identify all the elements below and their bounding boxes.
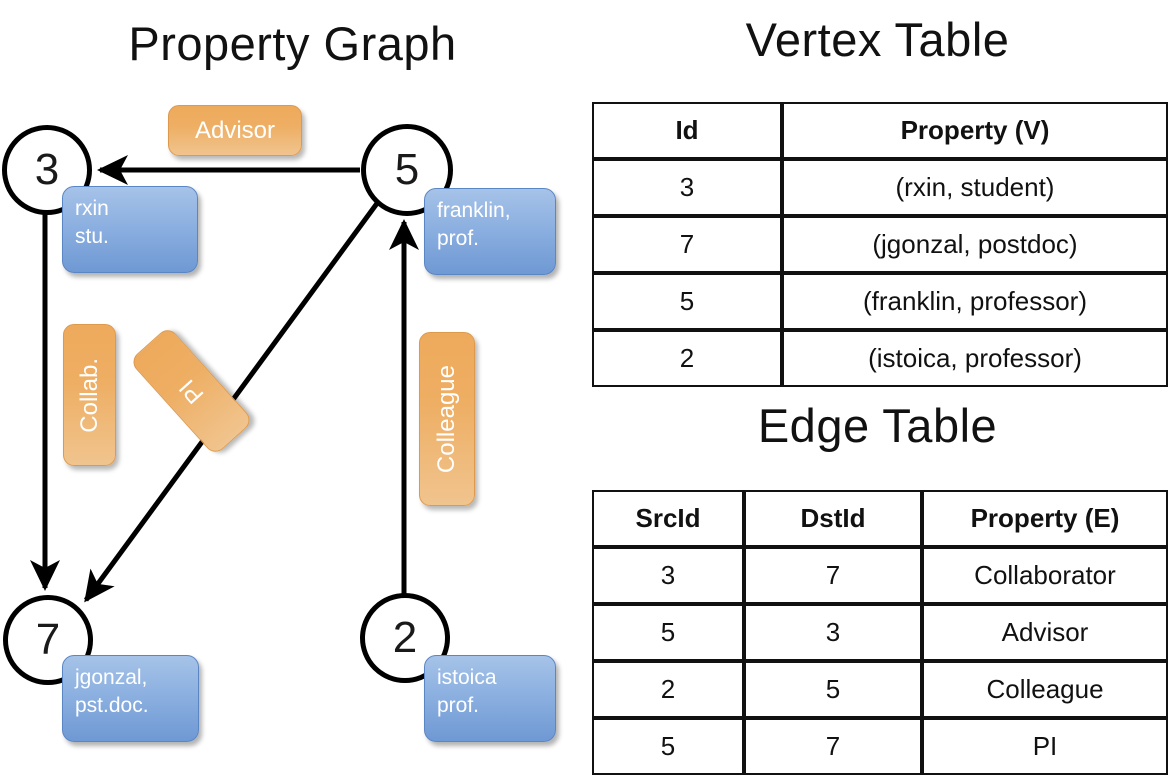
table-row[interactable]: 7 (jgonzal, postdoc) — [592, 216, 1168, 273]
vertex-table-col-id: Id — [592, 102, 782, 159]
edge-row-0-dst: 7 — [744, 547, 922, 604]
vertex-property-box-franklin: franklin, prof. — [424, 188, 556, 275]
vertex-property-franklin-line2: prof. — [437, 226, 480, 250]
page-title-property-graph: Property Graph — [128, 17, 457, 70]
edge-table-header-row: SrcId DstId Property (E) — [592, 490, 1168, 547]
edge-label-box-advisor: Advisor — [168, 105, 302, 156]
table-row[interactable]: 3 (rxin, student) — [592, 159, 1168, 216]
table-row[interactable]: 5 7 PI — [592, 718, 1168, 775]
property-graph-diagram: 3 5 7 2 rxin stu. franklin, prof. jgonza… — [0, 0, 585, 760]
vertex-property-istoica-line1: istoica — [437, 666, 497, 689]
vertex-table-header-row: Id Property (V) — [592, 102, 1168, 159]
vertex-property-jgonzal-line2: pst.doc. — [75, 693, 149, 717]
edge-row-0-src: 3 — [592, 547, 744, 604]
edge-row-2-dst: 5 — [744, 661, 922, 718]
vertex-property-box-jgonzal: jgonzal, pst.doc. — [62, 655, 199, 742]
edge-row-1-property: Advisor — [922, 604, 1168, 661]
table-row[interactable]: 2 (istoica, professor) — [592, 330, 1168, 387]
vertex-table: Id Property (V) 3 (rxin, student) 7 (jgo… — [592, 102, 1168, 387]
edge-label-collab: Collab. — [75, 357, 103, 433]
edge-row-2-src: 2 — [592, 661, 744, 718]
vertex-row-3-id: 2 — [592, 330, 782, 387]
edge-row-1-dst: 3 — [744, 604, 922, 661]
table-row[interactable]: 5 3 Advisor — [592, 604, 1168, 661]
edge-row-0-property: Collaborator — [922, 547, 1168, 604]
vertex-row-3-property: (istoica, professor) — [782, 330, 1168, 387]
edge-label-box-collab: Collab. — [63, 324, 116, 466]
vertex-row-1-property: (jgonzal, postdoc) — [782, 216, 1168, 273]
graph-node-3-label: 3 — [34, 145, 60, 194]
edge-table: SrcId DstId Property (E) 3 7 Collaborato… — [592, 490, 1168, 775]
vertex-property-jgonzal-line1: jgonzal, — [75, 666, 148, 689]
vertex-row-0-property: (rxin, student) — [782, 159, 1168, 216]
vertex-row-1-id: 7 — [592, 216, 782, 273]
vertex-table-col-property: Property (V) — [782, 102, 1168, 159]
edge-label-colleague: Colleague — [433, 364, 460, 474]
vertex-property-rxin-line2: stu. — [75, 224, 109, 248]
vertex-property-franklin-line1: franklin, — [437, 199, 511, 222]
edge-row-1-src: 5 — [592, 604, 744, 661]
vertex-property-box-rxin: rxin stu. — [62, 186, 198, 273]
vertex-row-2-property: (franklin, professor) — [782, 273, 1168, 330]
vertex-row-0-id: 3 — [592, 159, 782, 216]
graph-node-2[interactable]: 2 — [360, 593, 450, 683]
edge-row-3-dst: 7 — [744, 718, 922, 775]
graph-node-2-label: 2 — [392, 613, 418, 662]
edge-row-3-src: 5 — [592, 718, 744, 775]
page-title-edge-table: Edge Table — [757, 399, 998, 452]
edge-row-2-property: Colleague — [922, 661, 1168, 718]
graph-node-5-label: 5 — [394, 145, 420, 194]
edge-row-3-property: PI — [922, 718, 1168, 775]
edge-label-box-colleague: Colleague — [419, 332, 475, 506]
edge-table-col-property: Property (E) — [922, 490, 1168, 547]
page-title-vertex-table: Vertex Table — [745, 13, 1010, 66]
edge-label-advisor: Advisor — [194, 116, 276, 144]
table-row[interactable]: 5 (franklin, professor) — [592, 273, 1168, 330]
graph-node-5[interactable]: 5 — [361, 124, 453, 216]
vertex-property-box-istoica: istoica prof. — [424, 655, 556, 742]
edge-table-col-dstid: DstId — [744, 490, 922, 547]
table-row[interactable]: 2 5 Colleague — [592, 661, 1168, 718]
table-row[interactable]: 3 7 Collaborator — [592, 547, 1168, 604]
vertex-property-rxin-line1: rxin — [75, 197, 109, 220]
vertex-property-istoica-line2: prof. — [437, 693, 480, 717]
edge-label-pi: PI — [173, 373, 209, 409]
vertex-row-2-id: 5 — [592, 273, 782, 330]
graph-node-7-label: 7 — [35, 615, 61, 664]
edge-table-col-srcid: SrcId — [592, 490, 744, 547]
